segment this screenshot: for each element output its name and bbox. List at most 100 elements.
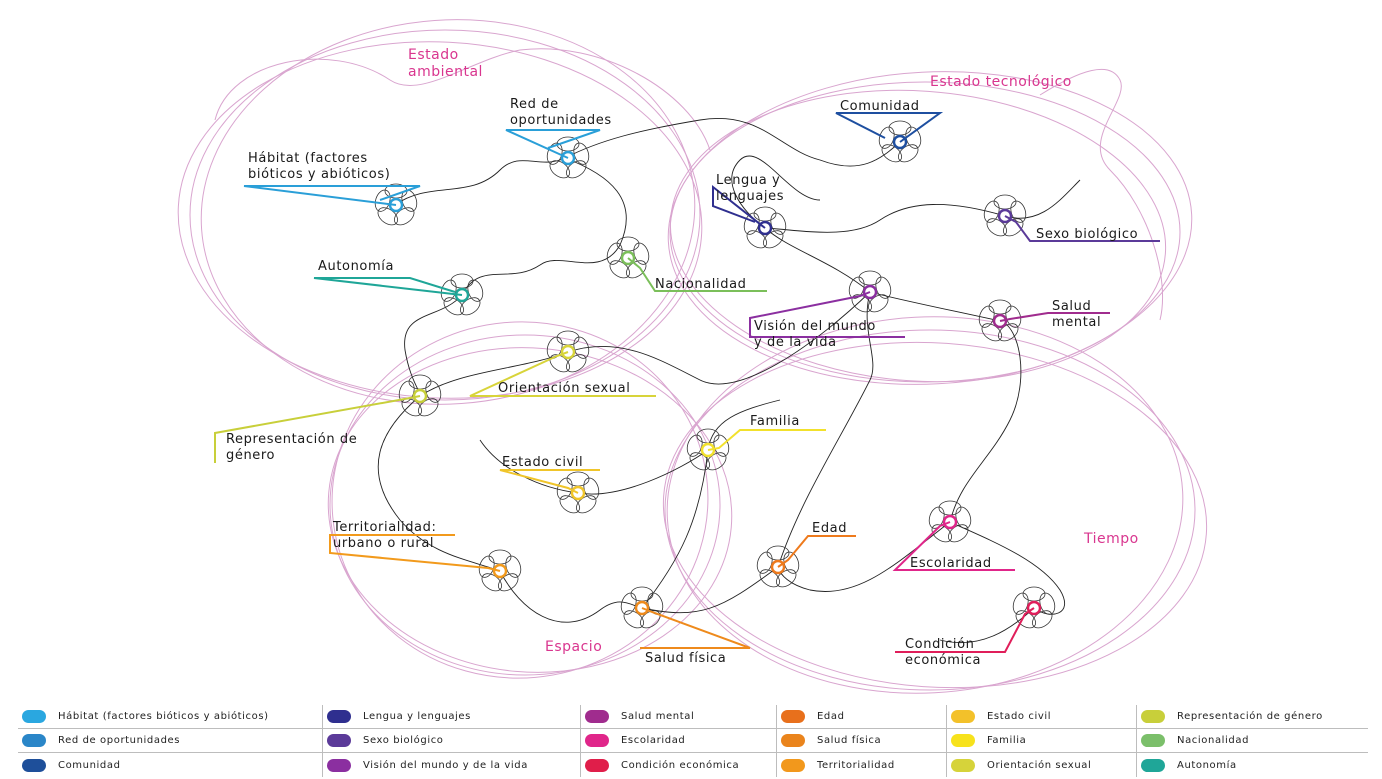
legend-swatch [781,734,805,747]
flower-petal [753,206,777,222]
legend-label: Sexo biológico [363,735,444,746]
label-lengua-line2: lenguajes [716,189,784,204]
legend-swatch [951,758,975,772]
legend-item: Hábitat (factores bióticos y abióticos) [18,705,323,729]
flower-sexo [983,194,1027,237]
label-habitat-line2: bióticos y abióticos) [248,167,390,182]
legend-swatch [1141,734,1165,747]
legend-label: Familia [987,735,1027,746]
leader-territorialidad [329,534,501,572]
label-edad: Edad [812,521,847,536]
leader-lengua [712,184,766,229]
leader-familia [707,429,826,451]
label-escolaridad: Escolaridad [910,556,992,571]
flower-petal [938,500,962,516]
label-familia: Familia [750,414,800,429]
flower-territorialidad [478,549,522,592]
legend-item: Representación de género [1137,705,1368,729]
leader-red [505,129,601,159]
region-estado-tecnologico: Estado tecnológico [930,74,1072,90]
legend-item: Salud física [777,729,947,753]
label-lengua-line1: Lengua y [716,173,780,188]
legend-label: Hábitat (factores bióticos y abióticos) [58,711,269,722]
label-sexo: Sexo biológico [1036,227,1138,242]
legend-swatch [1141,710,1165,723]
label-representacion-line2: género [226,448,275,463]
flower-representacion [398,374,442,417]
leader-nacionalidad [627,257,767,292]
legend-item: Salud mental [581,705,777,729]
flower-petal [488,549,512,565]
region-estado-ambiental-line1: Estado [408,47,459,63]
leader-saludmental [999,312,1110,322]
label-red-line1: Red de [510,97,559,112]
flower-habitat [374,183,418,226]
legend-item: Escolaridad [581,729,777,753]
legend-swatch [781,758,805,772]
flower-familia [686,428,730,471]
legend-swatch [22,758,46,772]
flower-vision [848,270,892,313]
flower-red [546,136,590,179]
legend-item: Condición económica [581,753,777,777]
label-vision-line1: Visión del mundo [754,319,876,334]
legend-swatch [22,710,46,723]
legend-swatch [585,710,609,723]
flower-petal [450,273,474,289]
legend-label: Orientación sexual [987,759,1092,771]
legend-label: Territorialidad [817,759,895,771]
legend-swatch [585,758,609,772]
label-territorialidad-line2: urbano o rural [333,536,434,551]
legend-swatch [585,734,609,747]
label-territorialidad-line1: Territorialidad: [332,520,436,535]
region-tiempo: Tiempo [1083,531,1139,547]
legend-item: Lengua y lenguajes [323,705,581,729]
label-representacion-line1: Representación de [226,432,357,447]
flower-petal [408,374,432,390]
legend-table: Hábitat (factores bióticos y abióticos) L… [18,705,1368,777]
flower-petal [696,428,720,444]
legend-item: Estado civil [947,705,1137,729]
legend-label: Red de oportunidades [58,735,181,746]
legend-label: Salud física [817,735,882,746]
flower-petal [988,299,1012,315]
label-habitat-line1: Hábitat (factores [248,151,368,166]
label-saludmental-line1: Salud [1052,299,1091,314]
legend-label: Autonomía [1177,759,1237,771]
legend-label: Estado civil [987,711,1052,722]
leader-orientacion [469,351,656,397]
legend-label: Representación de género [1177,711,1323,722]
flower-autonomia [440,273,484,316]
flower-petal [566,471,590,487]
leader-vision [749,291,905,338]
leader-estadocivil [499,469,600,494]
flower-estadocivil [556,471,600,514]
leader-saludfisica [640,607,751,649]
legend-item: Visión del mundo y de la vida [323,753,581,777]
flower-petal [993,194,1017,210]
leader-habitat [243,185,421,206]
legend-swatch [327,710,351,723]
legend-label: Salud mental [621,711,695,722]
legend-label: Edad [817,711,845,722]
flower-comunidad [878,120,922,163]
label-saludmental-line2: mental [1052,315,1101,330]
region-labels: Estado ambiental Estado tecnológico Tiem… [408,47,1139,655]
leader-sexo [1004,215,1160,242]
legend-swatch [327,734,351,747]
leader-comunidad [835,112,944,143]
legend-swatch [951,734,975,747]
legend-item: Comunidad [18,753,323,777]
leader-autonomia [313,277,463,296]
region-espacio: Espacio [545,639,602,655]
label-orientacion: Orientación sexual [498,381,630,396]
region-circles [177,19,1208,694]
label-condicion-line2: económica [905,653,981,668]
leader-escolaridad [892,521,1015,571]
leader-edad [777,535,856,568]
flower-petal [630,586,654,602]
legend-item: Sexo biológico [323,729,581,753]
legend-swatch [1141,758,1165,772]
